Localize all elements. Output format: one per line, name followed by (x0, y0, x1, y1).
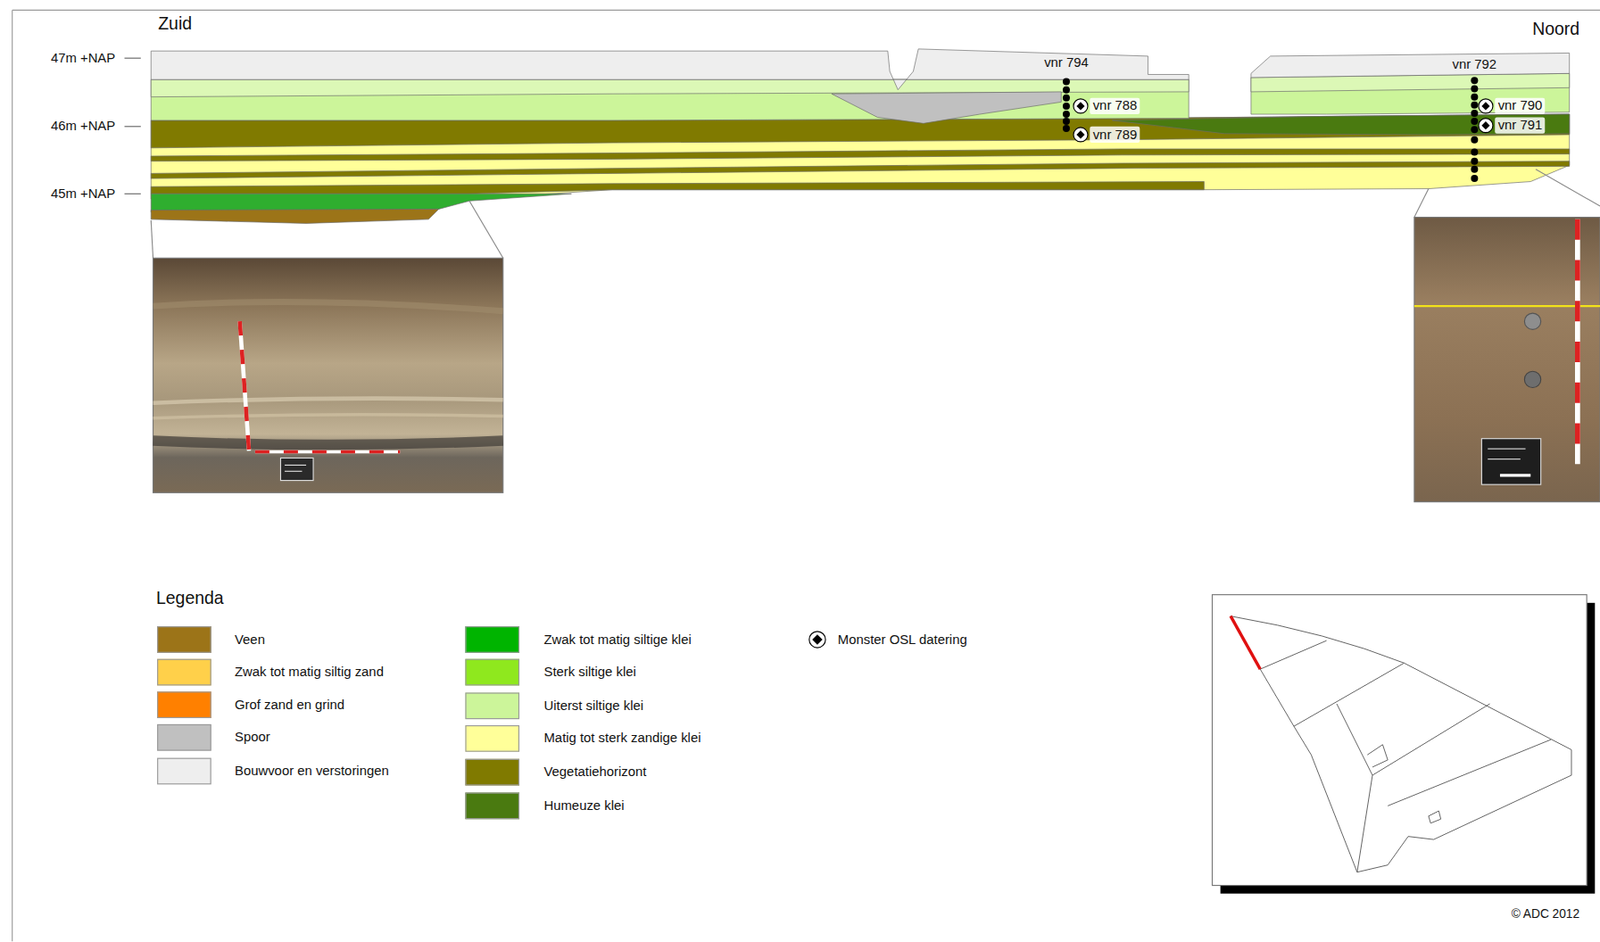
legend-swatch (157, 691, 212, 719)
axis-label: 47m +NAP (50, 49, 116, 67)
osl-sample-label: vnr 789 (1089, 126, 1140, 143)
legend-swatch (157, 626, 212, 654)
legend-swatch (157, 724, 212, 752)
legend-text: Zwak tot matig siltige klei (543, 631, 691, 648)
legend-swatch (464, 659, 520, 687)
legend-text: Veen (234, 631, 266, 648)
legend-text: Monster OSL datering (837, 631, 968, 648)
legend-text: Spoor (234, 729, 271, 747)
direction-label: Zuid (157, 14, 192, 35)
photo-left (153, 257, 504, 493)
legend-heading: Legenda (156, 588, 224, 610)
legend-text: Humeuze klei (543, 797, 624, 814)
osl-legend-symbol (809, 631, 826, 648)
legend-swatch (464, 725, 520, 753)
osl-sample-label: vnr 790 (1494, 98, 1545, 115)
legend-text: Matig tot sterk zandige klei (543, 730, 701, 747)
legend-swatch (464, 626, 520, 654)
legend-swatch (464, 792, 520, 820)
sample-label: vnr 794 (1044, 55, 1089, 72)
zoom-lines (150, 169, 1600, 258)
legend-text: Uiterst siltige klei (543, 697, 644, 714)
axis-label: 46m +NAP (50, 118, 116, 135)
osl-sample-label: vnr 791 (1494, 117, 1545, 134)
soil-layers (150, 49, 1569, 224)
direction-label: Noord (1532, 19, 1580, 41)
legend-text: Grof zand en grind (234, 696, 345, 713)
legend-text: Vegetatiehorizont (543, 764, 647, 781)
location-map (1211, 595, 1595, 895)
legend-text: Zwak tot matig siltig zand (234, 664, 384, 681)
osl-sample-label: vnr 788 (1089, 98, 1140, 115)
axis-label: 45m +NAP (50, 185, 116, 202)
legend-text: Sterk siltige klei (543, 664, 636, 681)
sample-columns (1062, 76, 1478, 183)
sample-label: vnr 792 (1452, 56, 1498, 73)
legend-swatch (464, 692, 520, 720)
legend-text: Bouwvoor en verstoringen (234, 763, 390, 780)
legend-swatch (157, 659, 212, 687)
copyright-note: © ADC 2012 (1511, 907, 1580, 922)
legend-swatch (157, 758, 212, 786)
axis-ticks (124, 58, 141, 194)
frame (12, 9, 1600, 942)
legend-swatch (464, 759, 520, 787)
photo-right (1414, 217, 1600, 503)
